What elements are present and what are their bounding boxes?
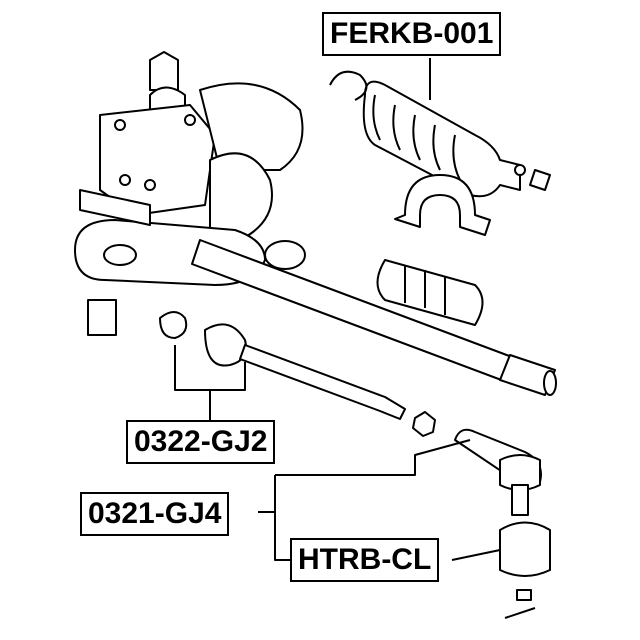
- lock-washer: [159, 311, 188, 339]
- part-label-ferkb-001[interactable]: FERKB-001: [322, 12, 502, 56]
- steering-gear-housing: [74, 51, 306, 286]
- rack-tube: [191, 239, 557, 396]
- part-label-0322-gj2[interactable]: 0322-GJ2: [126, 420, 276, 464]
- inner-tie-rod: [204, 323, 436, 437]
- small-bushing: [87, 299, 117, 336]
- leader-lines: [174, 58, 501, 561]
- dust-boot: [499, 521, 551, 619]
- tie-rod-end: [454, 428, 542, 516]
- part-label-htrb-cl[interactable]: HTRB-CL: [290, 538, 440, 582]
- bellows-boot: [329, 70, 551, 198]
- clamp-bracket: [394, 174, 491, 236]
- mount-bushing: [376, 259, 484, 326]
- part-label-0321-gj4[interactable]: 0321-GJ4: [80, 492, 230, 536]
